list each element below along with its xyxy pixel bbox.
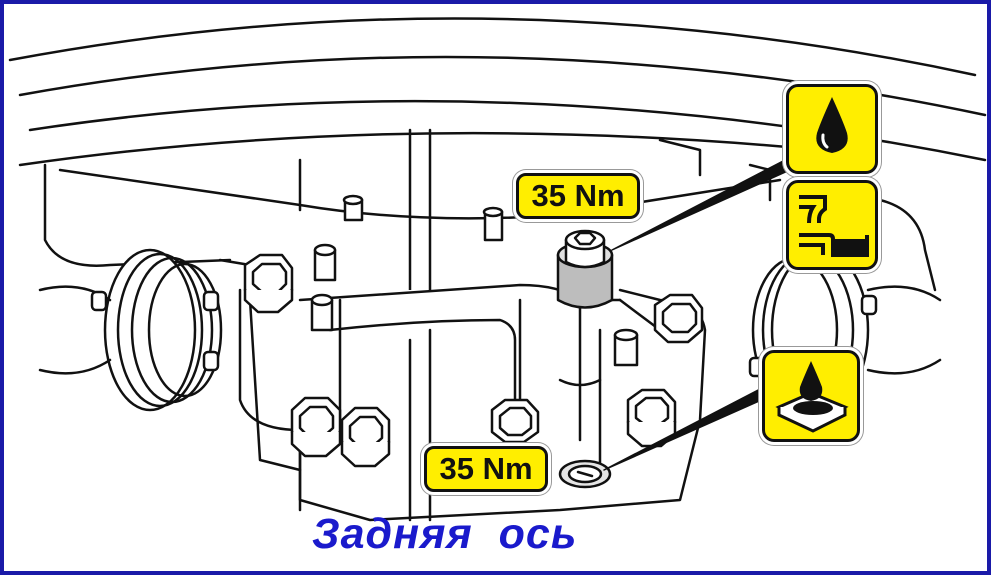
bolt-lower-left-1 — [290, 396, 342, 458]
bolt-right-upper — [653, 293, 704, 344]
bolt-lower-right — [626, 388, 677, 448]
bolt-upper-left — [243, 253, 294, 314]
fill-plug — [556, 229, 614, 309]
studs — [310, 194, 639, 367]
bolt-lower-center — [490, 398, 540, 444]
diagram-caption: Задняя ось — [312, 510, 578, 558]
oil-drain-icon — [762, 350, 860, 442]
fill-plug-torque-label: 35 Nm — [516, 173, 640, 219]
left-driveshaft-flange — [38, 248, 252, 412]
hex-bolts — [243, 253, 704, 468]
oil-drop-icon — [786, 84, 878, 174]
drain-plug-torque-label: 35 Nm — [424, 446, 548, 492]
bolt-lower-left-2 — [340, 406, 391, 468]
drain-plug — [558, 459, 612, 489]
oil-fill-level-icon — [786, 180, 878, 270]
